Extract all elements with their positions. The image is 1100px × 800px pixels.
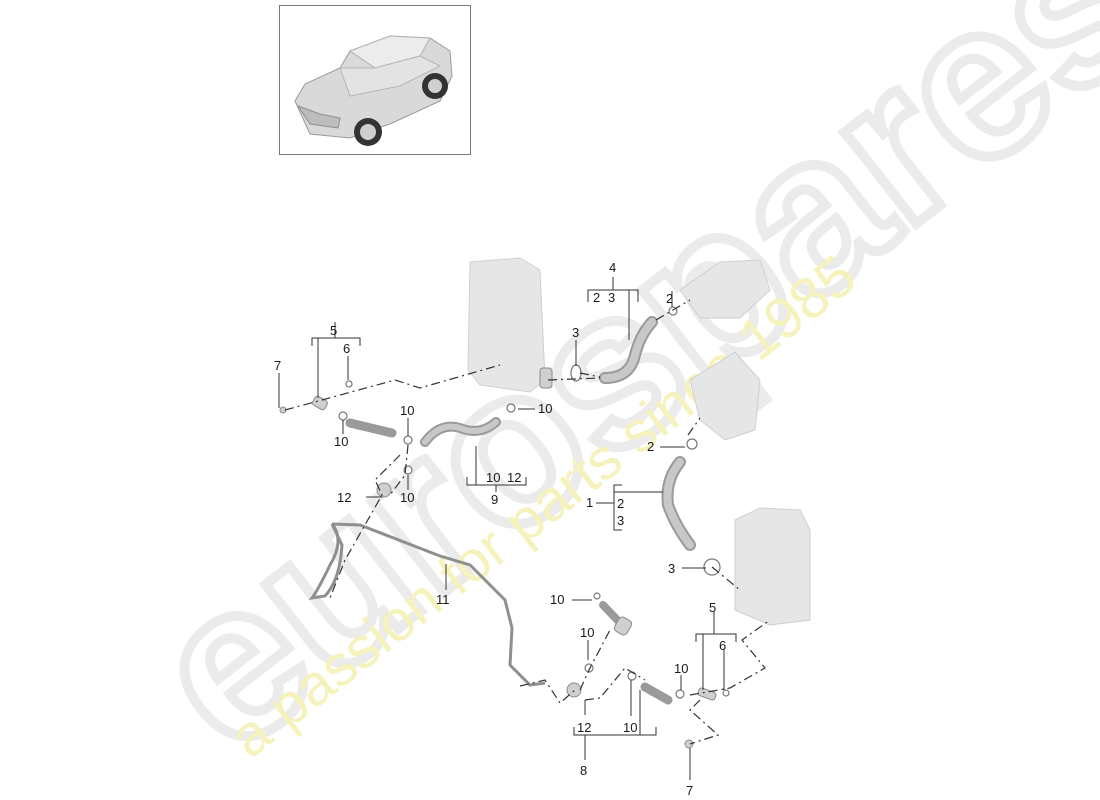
callout-10-e: 10	[550, 592, 564, 607]
hose-9	[420, 417, 501, 447]
throttle-housing	[679, 259, 771, 319]
callout-4-sub-3: 3	[608, 290, 615, 305]
callout-labels: 5 6 7 10 10 10 10 12 9 10 12 4 2 3 3 2 2…	[274, 260, 726, 798]
callout-9-sub-12: 12	[507, 470, 521, 485]
callout-3-lower: 3	[668, 561, 675, 576]
callout-10-d: 10	[538, 401, 552, 416]
callout-10-h: 10	[623, 720, 637, 735]
car-icon	[294, 35, 453, 146]
callout-2-middle: 2	[647, 439, 654, 454]
callout-10-a: 10	[334, 434, 348, 449]
hose-1	[661, 456, 696, 551]
callout-4: 4	[609, 260, 616, 275]
callout-12-upper: 12	[337, 490, 351, 505]
vehicle-thumbnail	[279, 5, 471, 155]
callout-10-f: 10	[580, 625, 594, 640]
callout-9-sub-10: 10	[486, 470, 500, 485]
charge-air-cooler-upper	[467, 257, 546, 393]
leader-lines	[278, 277, 737, 780]
callout-7-lower: 7	[686, 783, 693, 798]
callout-1-sub-3: 3	[617, 513, 624, 528]
connector-parts	[279, 367, 717, 749]
pipe-11	[308, 522, 546, 687]
callout-3-upper: 3	[572, 325, 579, 340]
watermark: eurospares a passion for parts since 198…	[102, 0, 1100, 800]
callout-2-upper: 2	[666, 291, 673, 306]
callout-1-sub-2: 2	[617, 496, 624, 511]
callout-1: 1	[586, 495, 593, 510]
callout-12-lower: 12	[577, 720, 591, 735]
clamps-and-seals	[338, 306, 730, 699]
hose-short-left	[345, 418, 397, 438]
watermark-brand: eurospares	[107, 0, 1100, 797]
callout-6-upper: 6	[343, 341, 350, 356]
callout-6-lower: 6	[719, 638, 726, 653]
callout-9: 9	[491, 492, 498, 507]
callout-8: 8	[580, 763, 587, 778]
turbo-housing	[689, 351, 761, 441]
charge-air-cooler-lower	[734, 507, 811, 626]
callout-4-sub-2: 2	[593, 290, 600, 305]
callout-7-upper: 7	[274, 358, 281, 373]
callout-10-b: 10	[400, 403, 414, 418]
callout-10-c: 10	[400, 490, 414, 505]
callout-11: 11	[436, 592, 450, 607]
callout-10-g: 10	[674, 661, 688, 676]
assembly-lines	[284, 299, 771, 745]
hose-lower-8	[640, 682, 673, 705]
callout-5-upper: 5	[330, 323, 337, 338]
hose-4	[599, 316, 658, 384]
callout-5-lower: 5	[709, 600, 716, 615]
